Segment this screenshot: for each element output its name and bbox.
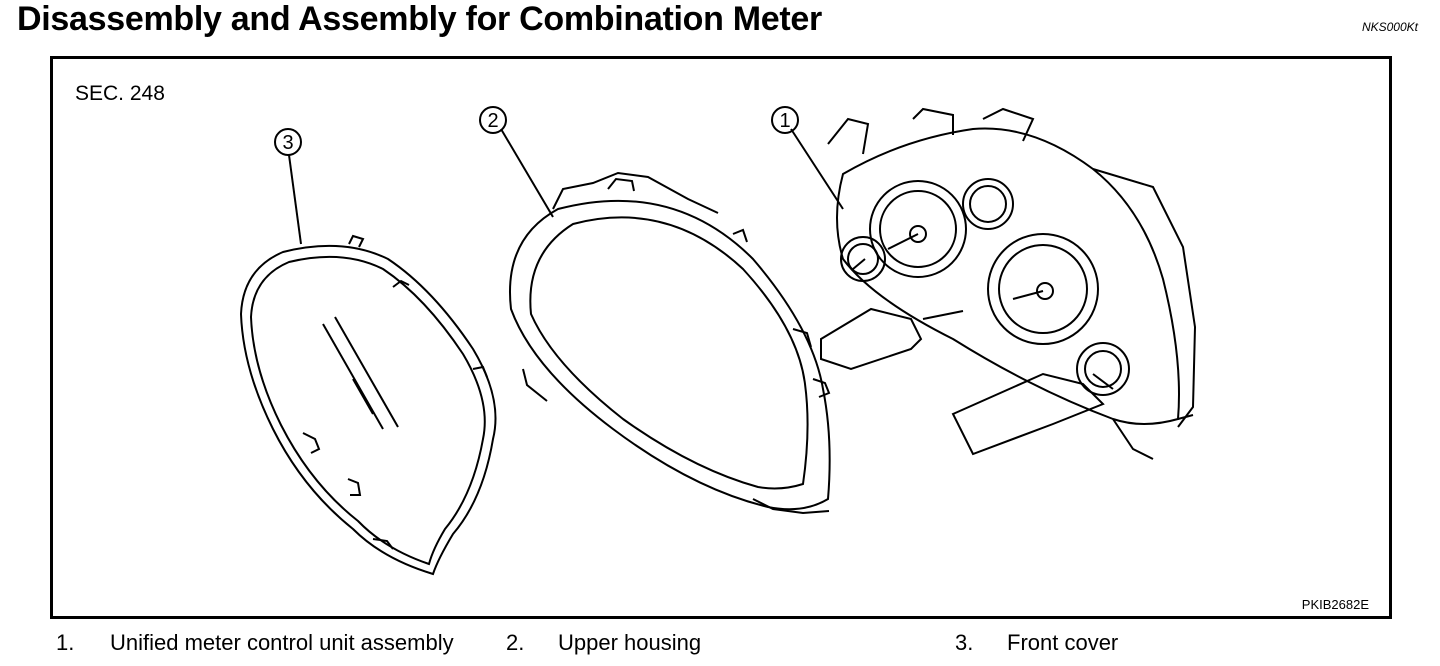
exploded-view-illustration: 3 2 — [239, 106, 1197, 576]
page-title: Disassembly and Assembly for Combination… — [17, 0, 822, 38]
meter-unit-part — [820, 107, 1197, 460]
figure-id: PKIB2682E — [1301, 597, 1369, 612]
legend-label: Upper housing — [558, 630, 702, 655]
legend-label: Front cover — [1007, 630, 1119, 655]
callout-1: 1 — [771, 106, 799, 134]
front-cover-part — [239, 234, 497, 576]
figure-frame: SEC. 248 PKIB2682E 3 — [50, 56, 1392, 619]
callout-3-leader — [288, 154, 302, 245]
callout-1-leader — [790, 128, 844, 210]
upper-housing-part — [509, 171, 831, 515]
legend-number: 1. — [56, 630, 75, 655]
callout-2: 2 — [479, 106, 507, 134]
svg-text:3: 3 — [282, 132, 293, 154]
svg-text:2: 2 — [487, 110, 498, 132]
section-label: SEC. 248 — [75, 82, 165, 105]
legend-number: 2. — [506, 630, 525, 655]
callout-3: 3 — [274, 128, 302, 156]
document-code: NKS000Kt — [1361, 20, 1418, 34]
legend-label: Unified meter control unit assembly — [110, 630, 454, 655]
callout-2-leader — [500, 128, 554, 218]
legend-number: 3. — [955, 630, 974, 655]
svg-text:1: 1 — [779, 110, 790, 132]
